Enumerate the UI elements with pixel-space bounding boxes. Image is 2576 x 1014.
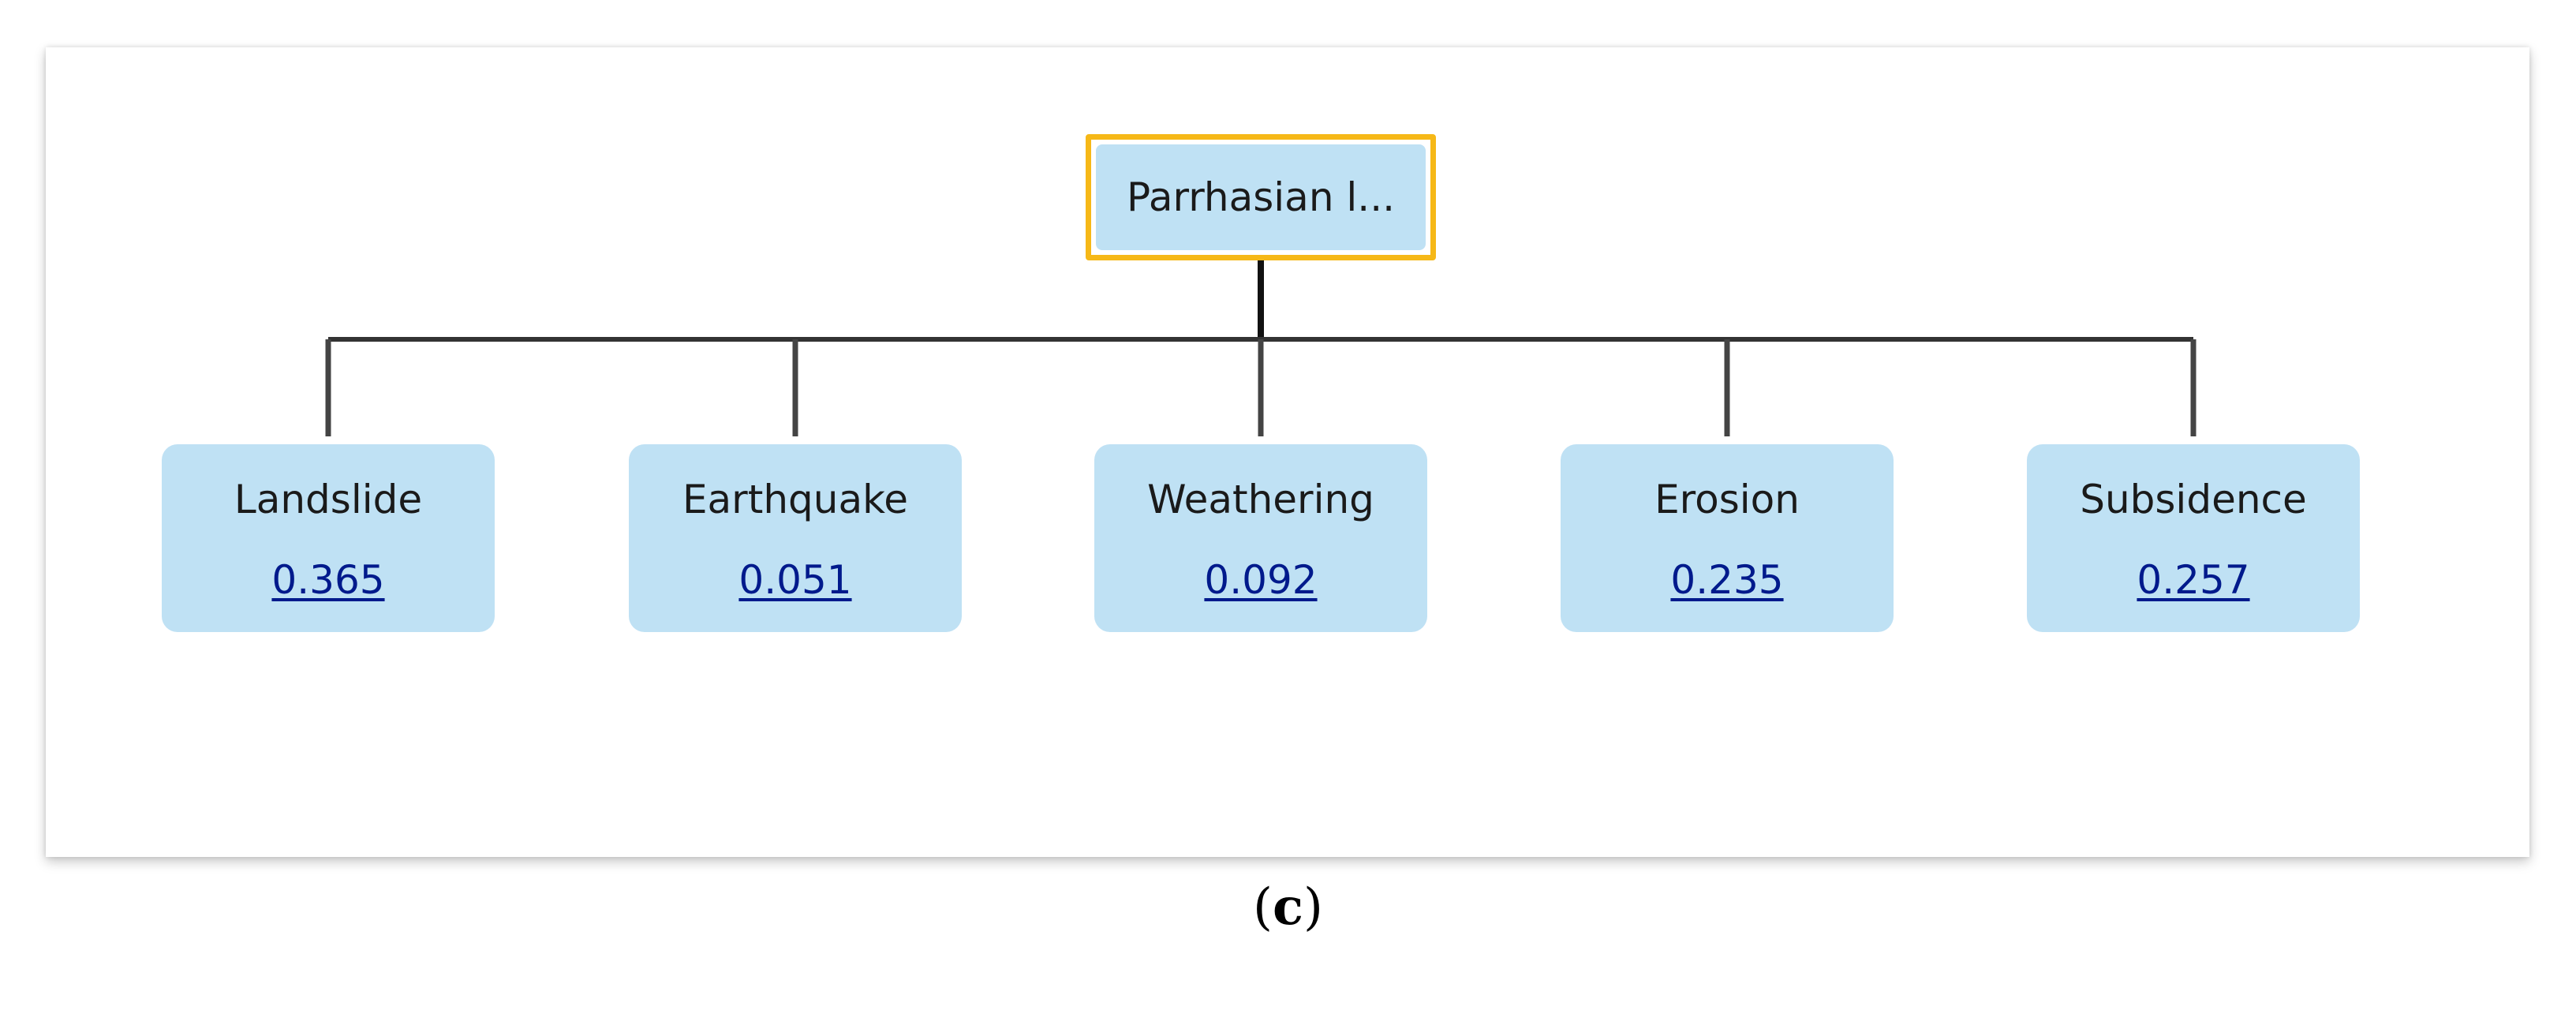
node-erosion-value-link[interactable]: 0.235 [1670, 557, 1784, 603]
node-weathering-label: Weathering [1147, 477, 1374, 522]
caption-open-paren: ( [1253, 878, 1273, 937]
node-earthquake[interactable]: Earthquake 0.051 [629, 444, 962, 632]
node-landslide-value-link[interactable]: 0.365 [271, 557, 385, 603]
root-node[interactable]: Parrhasian l... [1086, 134, 1436, 260]
node-erosion[interactable]: Erosion 0.235 [1561, 444, 1894, 632]
node-landslide-label: Landslide [234, 477, 423, 522]
node-weathering[interactable]: Weathering 0.092 [1094, 444, 1427, 632]
caption-letter: c [1273, 877, 1303, 937]
node-landslide[interactable]: Landslide 0.365 [162, 444, 495, 632]
node-subsidence-label: Subsidence [2080, 477, 2307, 522]
caption-close-paren: ) [1303, 878, 1323, 937]
figure-caption: (c) [0, 877, 2576, 937]
node-subsidence-value-link[interactable]: 0.257 [2137, 557, 2250, 603]
node-weathering-value-link[interactable]: 0.092 [1204, 557, 1318, 603]
node-earthquake-label: Earthquake [682, 477, 909, 522]
node-subsidence[interactable]: Subsidence 0.257 [2027, 444, 2360, 632]
node-erosion-label: Erosion [1654, 477, 1800, 522]
node-earthquake-value-link[interactable]: 0.051 [738, 557, 852, 603]
root-node-label: Parrhasian l... [1096, 144, 1426, 250]
